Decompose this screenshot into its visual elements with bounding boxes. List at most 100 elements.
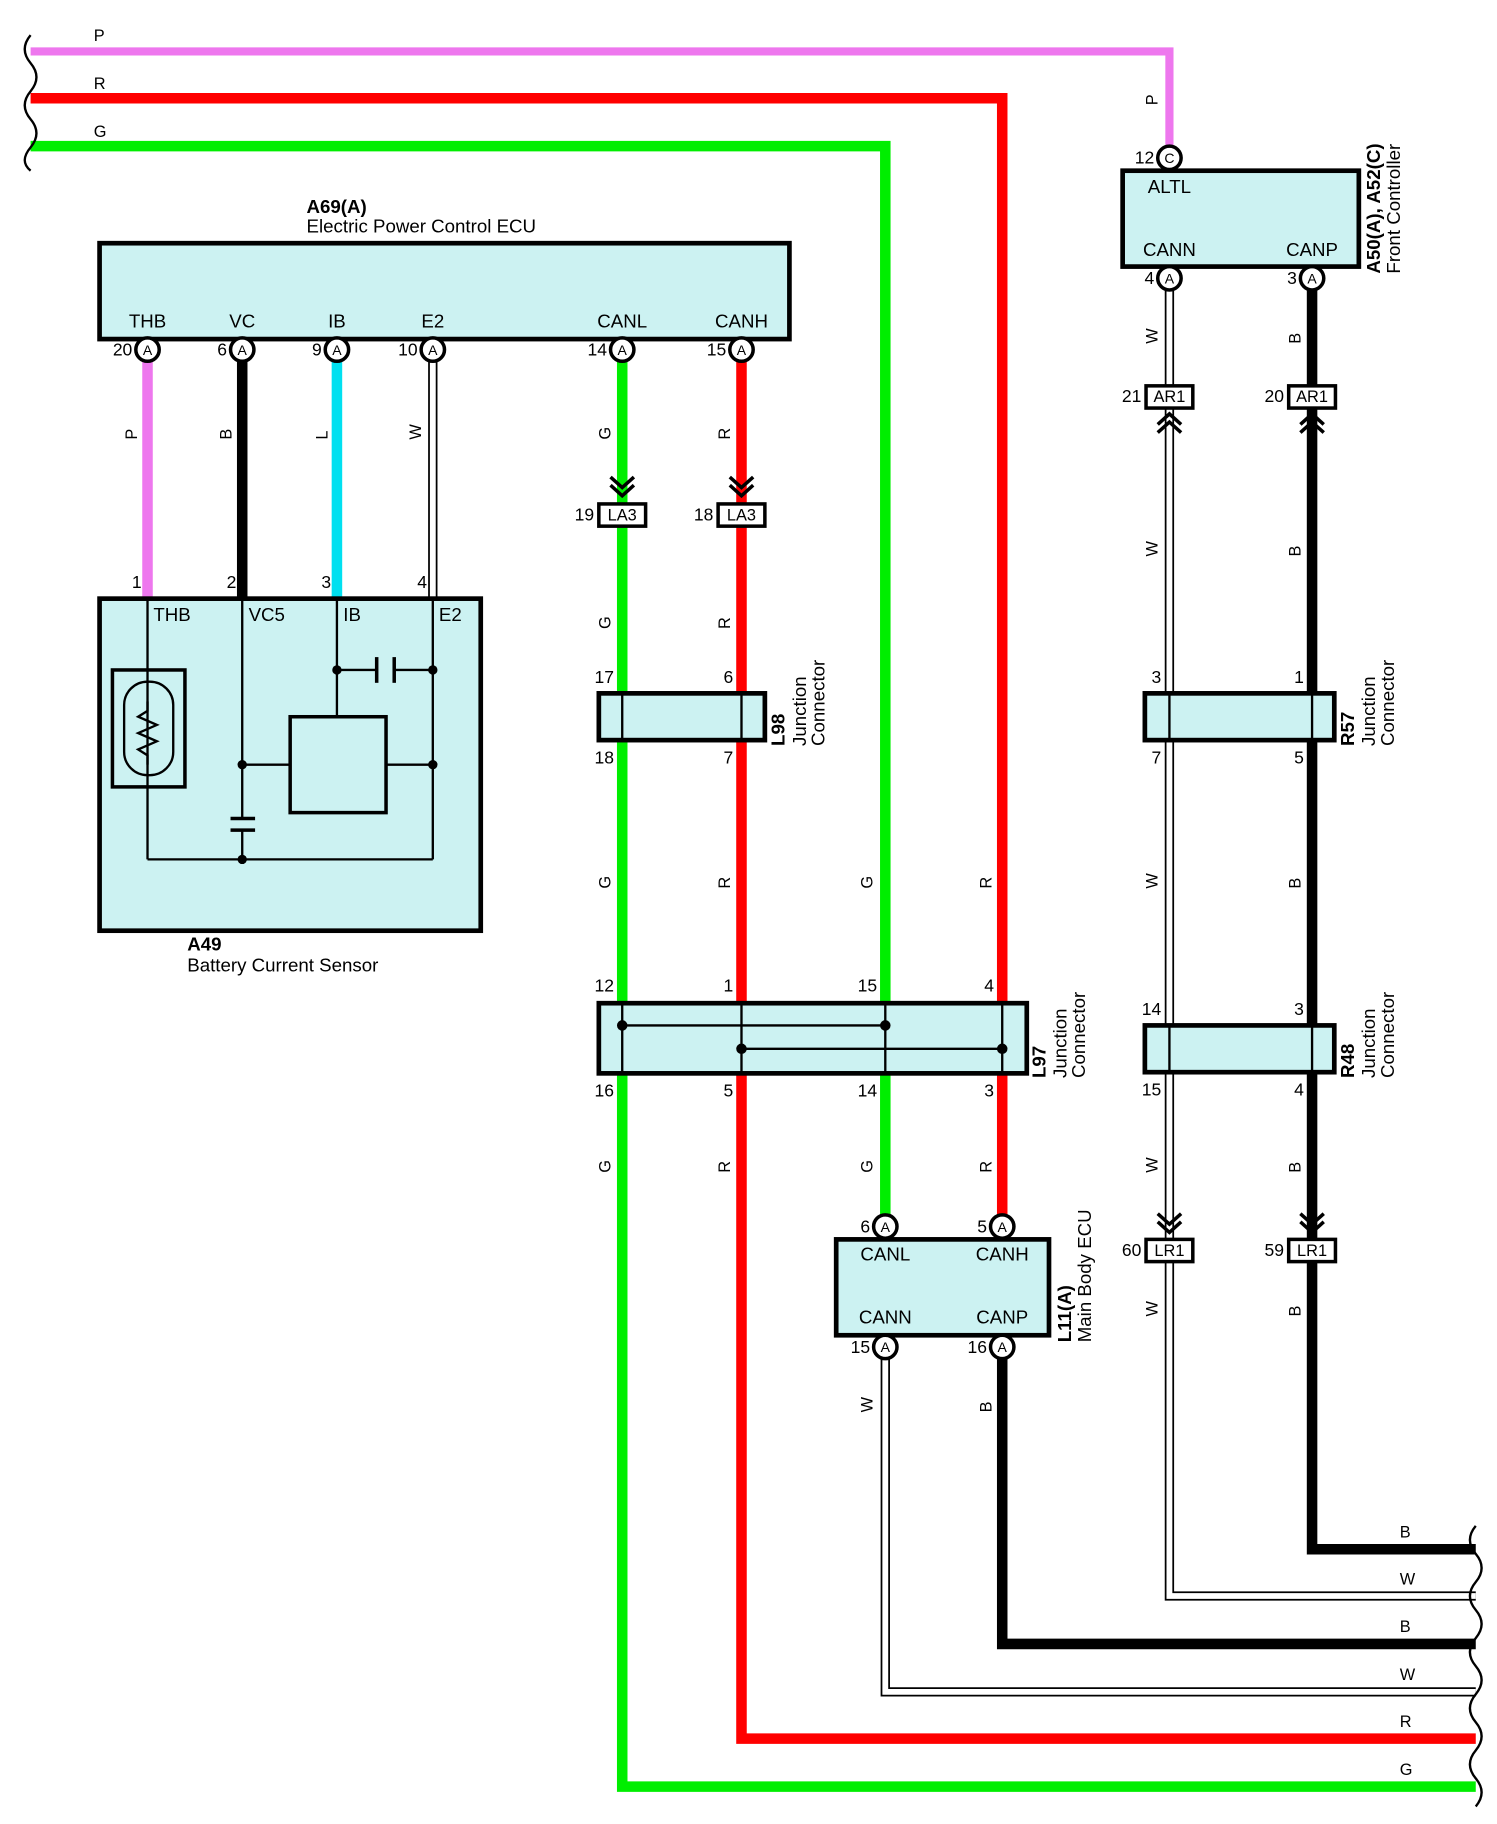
front-ctrl-pin-4-pin: 4	[1144, 268, 1154, 288]
front-ctrl-pin-3-badge	[1298, 264, 1326, 292]
wire-fc-w-out	[1164, 289, 1476, 1601]
chevron-up-icon	[1299, 411, 1325, 426]
la3-b-pin: 18	[694, 504, 713, 524]
main-body-pin-6-badge	[871, 1213, 899, 1240]
chevron-up-icon	[1156, 419, 1183, 434]
ecu-term-ib: IB	[328, 310, 346, 331]
front-ctrl-name: Front Controller	[1383, 144, 1404, 274]
l97-id: L97	[1028, 1046, 1049, 1078]
svg-text:3: 3	[984, 1081, 994, 1101]
lr1-b-pin: 59	[1265, 1240, 1284, 1260]
chevron-down-icon	[609, 475, 636, 490]
wire-label: B	[1286, 1306, 1304, 1317]
sensor-a49-name: Battery Current Sensor	[187, 955, 378, 976]
wire-label: W	[1400, 1570, 1416, 1588]
ecu-pin-9-pin: 9	[312, 339, 322, 359]
wire-label: B	[1400, 1618, 1411, 1636]
wire-label: B	[218, 429, 236, 440]
sensor-internal-circuit	[110, 598, 434, 861]
main-body-pin-5-pin: 5	[977, 1216, 987, 1236]
connector-l97	[596, 1000, 1030, 1076]
wire-fc-b	[1306, 289, 1476, 1555]
chevron-down-icon	[1299, 1212, 1325, 1227]
wire-label: R	[1400, 1713, 1412, 1731]
svg-text:6: 6	[724, 667, 734, 687]
svg-text:7: 7	[1151, 748, 1161, 768]
front-ctrl-term-cann: CANN	[1143, 239, 1196, 260]
ecu-a69-name: Electric Power Control ECU	[307, 216, 537, 237]
sensor-term-thb: THB	[153, 604, 190, 625]
wire-label: W	[407, 424, 425, 440]
wire-label: B	[978, 1401, 996, 1412]
main-body-id: L11(A)	[1054, 1285, 1075, 1342]
ecu-pin-15-badge	[728, 336, 755, 364]
svg-text:4: 4	[984, 976, 994, 996]
ar1-a-box	[1144, 384, 1195, 410]
ecu-pin-9-badge-letter: A	[332, 342, 342, 358]
wire-label: B	[1286, 1162, 1304, 1173]
la3-a-pin: 19	[575, 504, 594, 524]
svg-text:5: 5	[1294, 748, 1304, 768]
l97-title: L97 Junction Connector	[1028, 992, 1089, 1078]
wire-label: R	[978, 877, 996, 889]
wire-canh-r	[736, 360, 1476, 1744]
chevron-down-icon	[1156, 1212, 1183, 1227]
r48-id: R48	[1337, 1044, 1358, 1078]
ecu-term-canh: CANH	[715, 310, 768, 331]
r48-title: R48 Junction Connector	[1337, 992, 1398, 1078]
svg-text:12: 12	[595, 976, 614, 996]
main-body-term-canh: CANH	[976, 1243, 1029, 1264]
break-left	[23, 34, 38, 172]
svg-text:15: 15	[858, 976, 877, 996]
front-ctrl-term-canp: CANP	[1286, 239, 1338, 260]
ecu-pin-14-badge-letter: A	[618, 342, 628, 358]
main-body-pin-16-badge-letter: A	[998, 1339, 1008, 1355]
wire-label: W	[1144, 873, 1162, 889]
svg-text:18: 18	[595, 748, 614, 768]
main-body-box	[833, 1237, 1052, 1338]
ecu-pin-10-badge-letter: A	[428, 342, 438, 358]
chevron-down-icon	[1156, 1220, 1183, 1235]
front-ctrl-pin-12-pin: 12	[1135, 148, 1154, 168]
main-body-term-cann: CANN	[859, 1307, 912, 1328]
svg-text:4: 4	[1294, 1080, 1304, 1100]
sensor-term-vc5: VC5	[249, 604, 285, 625]
ecu-pin-15-badge-letter: A	[737, 342, 747, 358]
ecu-pin-10-pin: 10	[398, 339, 418, 359]
ecu-term-thb: THB	[129, 310, 166, 331]
ecu-term-canl: CANL	[597, 310, 647, 331]
r57-line2: Connector	[1377, 660, 1398, 746]
r57-id: R57	[1337, 712, 1358, 746]
wire-label: W	[1144, 1301, 1162, 1317]
lr1-b-box	[1286, 1237, 1338, 1264]
l97-line2: Connector	[1068, 992, 1089, 1078]
main-body-term-canl: CANL	[860, 1243, 910, 1264]
wire-label: G	[597, 1160, 615, 1173]
sensor-pin-1: 1	[132, 572, 142, 592]
wire-fc-w	[1166, 289, 1476, 1599]
ecu-pin-6-pin: 6	[217, 339, 227, 359]
main-body-term-canp: CANP	[976, 1307, 1028, 1328]
la3-a-box	[597, 502, 648, 528]
front-ctrl-pin-12-badge-letter: C	[1164, 150, 1174, 166]
main-body-pin-16-badge	[988, 1333, 1016, 1361]
main-body-pin-15-badge	[871, 1333, 899, 1361]
ecu-pin-20-pin: 20	[113, 339, 133, 359]
wire-label: P	[123, 429, 141, 440]
main-body-pin-16-pin: 16	[968, 1337, 987, 1357]
la3-a-label: LA3	[608, 506, 637, 524]
main-body-pin-6-badge-letter: A	[881, 1219, 891, 1235]
wire-label: B	[1286, 546, 1304, 557]
front-ctrl-pin-3-pin: 3	[1287, 268, 1297, 288]
lr1-a-box	[1144, 1237, 1195, 1264]
chevron-up-icon	[1156, 411, 1183, 426]
ecu-pin-10-badge	[419, 336, 447, 364]
svg-text:5: 5	[724, 1081, 734, 1101]
main-body-name: Main Body ECU	[1074, 1209, 1095, 1342]
connector-r48	[1142, 1023, 1337, 1075]
wire-r-top	[30, 92, 1008, 1004]
lr1-a-label: LR1	[1154, 1242, 1184, 1260]
